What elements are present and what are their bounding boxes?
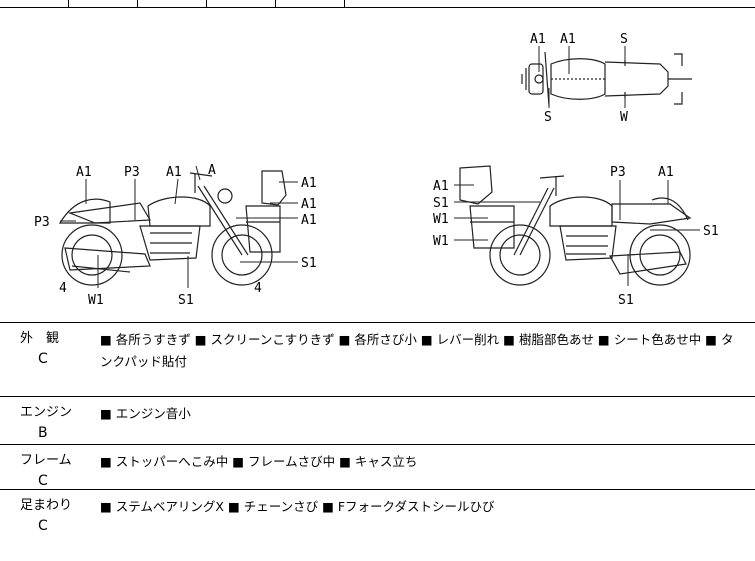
left-label-a1-5: A1 [301, 213, 317, 228]
condition-grade: C [38, 351, 48, 367]
left-label-p3-2: P3 [34, 215, 50, 230]
left-label-s1-1: S1 [178, 293, 194, 308]
table-top-strip [0, 0, 755, 8]
damage-diagram: A1 A1 S S W A1 P3 A1 A A1 A1 A1 P3 4 W1 … [0, 8, 755, 323]
condition-row-frame: フレーム C ■ ストッパーへこみ中 ■ フレームさび中 ■ キャス立ち [0, 445, 755, 490]
condition-notes: ■ ステムベアリングX ■ チェーンさび ■ Fフォークダストシールひび [100, 499, 495, 514]
right-label-w1-1: W1 [433, 212, 449, 227]
left-label-4-2: 4 [254, 281, 262, 296]
left-label-s1-2: S1 [301, 256, 317, 271]
condition-row-suspension: 足まわり C ■ ステムベアリングX ■ チェーンさび ■ Fフォークダストシー… [0, 490, 755, 561]
right-label-s1-2: S1 [703, 224, 719, 239]
top-label-a1-1: A1 [530, 32, 546, 47]
condition-notes: ■ ストッパーへこみ中 ■ フレームさび中 ■ キャス立ち [100, 454, 418, 469]
right-label-s1-3: S1 [618, 293, 634, 308]
condition-name: フレーム [20, 453, 72, 468]
left-label-a1-4: A1 [301, 197, 317, 212]
left-label-a1-3: A1 [301, 176, 317, 191]
condition-grade: C [38, 473, 48, 489]
right-label-a1-1: A1 [658, 165, 674, 180]
left-label-a: A [208, 163, 216, 178]
left-view-labels: A1 P3 A1 A A1 A1 A1 P3 4 W1 S1 4 S1 [34, 163, 317, 308]
condition-name: 外 観 [20, 331, 60, 346]
condition-notes: ■ 各所うすきず ■ スクリーンこすりきず ■ 各所さび小 ■ レバー削れ ■ … [100, 332, 734, 369]
condition-name: 足まわり [20, 498, 73, 513]
condition-notes: ■ エンジン音小 [100, 406, 191, 421]
left-view-label-leaders [60, 165, 298, 288]
condition-grade: C [38, 518, 48, 534]
right-label-w1-2: W1 [433, 234, 449, 249]
left-view-motorcycle [58, 170, 287, 286]
top-label-w: W [620, 110, 628, 125]
top-view-labels: A1 A1 S S W [530, 32, 628, 125]
right-label-p3: P3 [610, 165, 626, 180]
condition-row-engine: エンジン B ■ エンジン音小 [0, 397, 755, 445]
left-label-w1: W1 [88, 293, 104, 308]
left-label-4-1: 4 [59, 281, 67, 296]
right-label-s1-1: S1 [433, 196, 449, 211]
condition-name: エンジン [20, 405, 73, 420]
right-view-label-leaders [454, 180, 700, 286]
left-label-p3-1: P3 [124, 165, 140, 180]
condition-grade: B [38, 425, 48, 441]
top-label-s-2: S [544, 110, 552, 125]
left-label-a1-1: A1 [76, 165, 92, 180]
right-label-a1-2: A1 [433, 179, 449, 194]
left-label-a1-2: A1 [166, 165, 182, 180]
top-view-motorcycle [521, 51, 692, 107]
right-view-labels: P3 A1 A1 S1 W1 W1 S1 S1 [433, 165, 719, 308]
top-label-a1-2: A1 [560, 32, 576, 47]
top-view-label-leaders [538, 46, 626, 108]
right-view-motorcycle [459, 165, 692, 286]
motorcycle-diagram: A1 A1 S S W A1 P3 A1 A A1 A1 A1 P3 4 W1 … [34, 32, 719, 308]
condition-row-exterior: 外 観 C ■ 各所うすきず ■ スクリーンこすりきず ■ 各所さび小 ■ レバ… [0, 323, 755, 397]
top-label-s-1: S [620, 32, 628, 47]
